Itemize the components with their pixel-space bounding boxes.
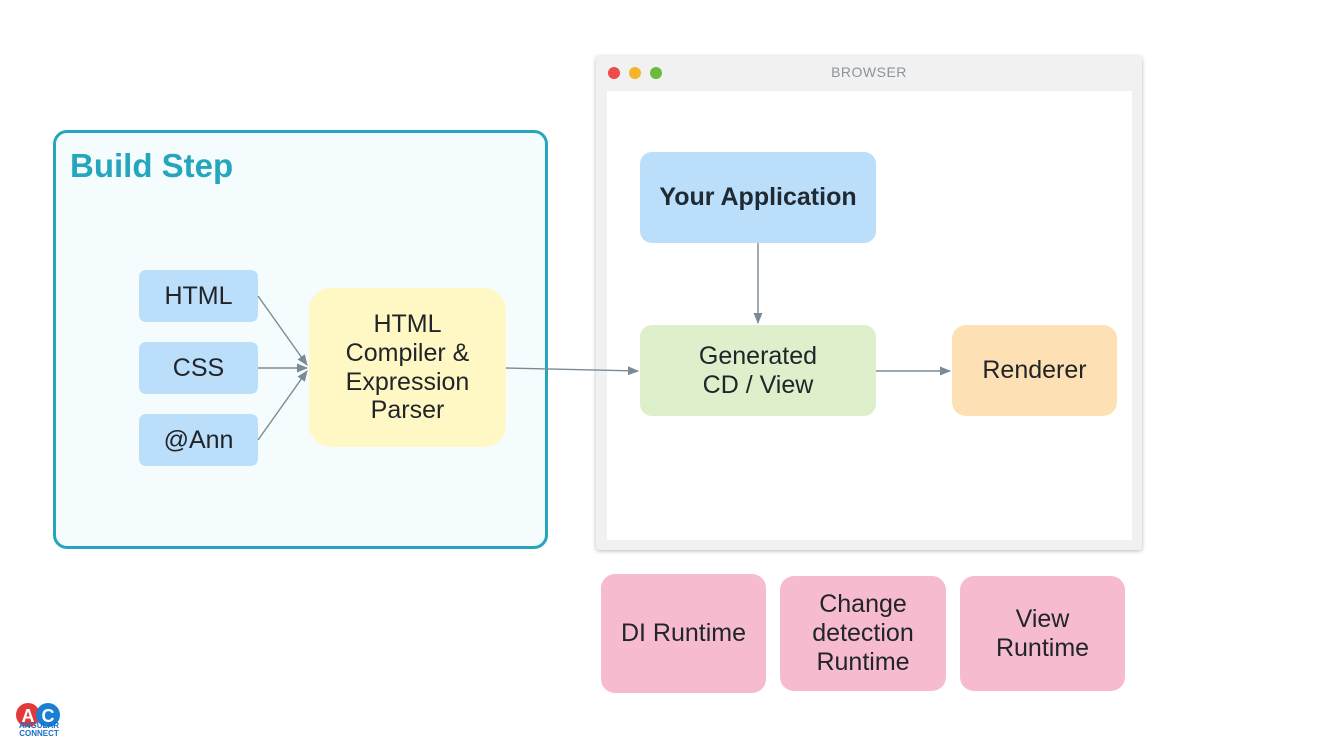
css-input-box: CSS bbox=[139, 342, 258, 394]
change-detection-line: detection bbox=[812, 619, 914, 648]
change-detection-runtime-box: Change detection Runtime bbox=[780, 576, 946, 691]
view-runtime-line: Runtime bbox=[995, 633, 1090, 662]
html-input-label: HTML bbox=[164, 281, 233, 310]
minimize-dot-icon bbox=[629, 67, 641, 79]
compiler-line: Expression bbox=[345, 367, 470, 396]
compiler-box: HTML Compiler & Expression Parser bbox=[309, 288, 506, 447]
arrow-compiler-to-generated bbox=[505, 366, 640, 376]
angular-connect-logo: A C bbox=[16, 703, 60, 727]
compiler-line: HTML bbox=[373, 310, 442, 338]
renderer-box: Renderer bbox=[952, 325, 1117, 416]
logo-letter-c: C bbox=[42, 706, 55, 726]
generated-line: Generated bbox=[698, 341, 818, 370]
generated-cd-view-box: Generated CD / View bbox=[640, 325, 876, 416]
arrow-html-to-compiler bbox=[257, 295, 308, 366]
view-runtime-box: View Runtime bbox=[960, 576, 1125, 691]
your-application-box: Your Application bbox=[640, 152, 876, 243]
build-step-title: Build Step bbox=[70, 147, 234, 184]
di-runtime-label: DI Runtime bbox=[620, 619, 747, 648]
change-detection-line: Runtime bbox=[816, 647, 910, 676]
css-input-label: CSS bbox=[172, 353, 225, 382]
maximize-dot-icon bbox=[650, 67, 662, 79]
compiler-line: Compiler & bbox=[345, 338, 470, 367]
browser-title: BROWSER bbox=[831, 64, 907, 80]
arrow-ann-to-compiler bbox=[257, 370, 308, 441]
view-runtime-line: View bbox=[1015, 604, 1070, 633]
logo-text: ANGULAR CONNECT bbox=[16, 722, 62, 738]
generated-line: CD / View bbox=[702, 370, 814, 399]
renderer-label: Renderer bbox=[982, 356, 1087, 385]
close-dot-icon bbox=[608, 67, 620, 79]
html-input-box: HTML bbox=[139, 270, 258, 322]
your-application-label: Your Application bbox=[659, 183, 857, 212]
logo-text-line: CONNECT bbox=[19, 729, 59, 738]
annotations-input-label: @Ann bbox=[163, 425, 234, 454]
annotations-input-box: @Ann bbox=[139, 414, 258, 466]
change-detection-line: Change bbox=[819, 590, 907, 619]
di-runtime-box: DI Runtime bbox=[601, 574, 766, 693]
compiler-line: Parser bbox=[370, 396, 445, 425]
logo-letter-a: A bbox=[22, 706, 35, 726]
logo-text-line: ANGULAR bbox=[19, 721, 59, 730]
